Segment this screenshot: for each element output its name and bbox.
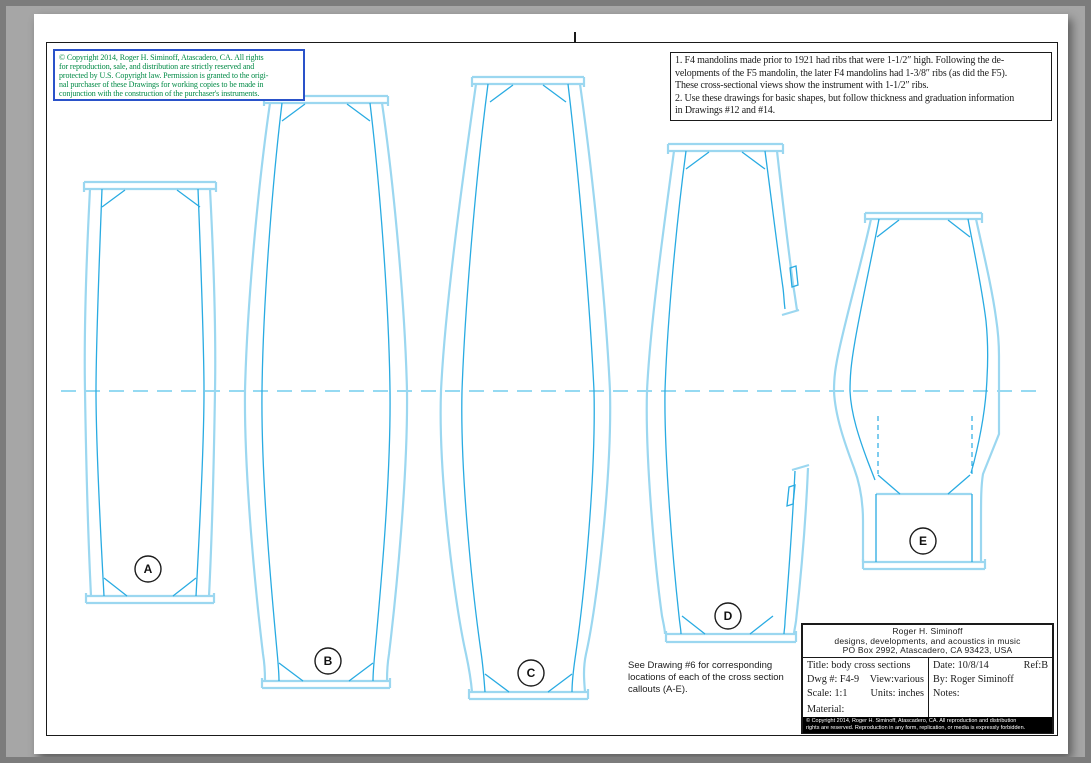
date-value: Date: 10/8/14 (933, 659, 989, 671)
material-row: Material: (807, 703, 924, 717)
title-value: Title: body cross sections (807, 659, 911, 671)
title-block-fine-print: © Copyright 2014, Roger H. Siminoff, Ata… (803, 716, 1052, 734)
cross-section-c (439, 75, 612, 701)
cross-section-d (645, 142, 810, 644)
scale-units-row: Scale: 1:1 Units: inches (807, 687, 924, 701)
callout-d-circle (714, 602, 742, 630)
title-block-table: Title: body cross sections Dwg #: F4-9 V… (803, 657, 1052, 717)
title-block-tagline: designs, developments, and acoustics in … (834, 635, 1021, 646)
cross-section-e (832, 211, 1001, 571)
callout-b: B (314, 647, 342, 675)
title-row: Title: body cross sections (807, 659, 924, 673)
notes-row: Notes: (933, 687, 1048, 701)
callout-a-circle (134, 555, 162, 583)
units-value: Units: inches (870, 687, 924, 699)
material-label: Material: (807, 703, 845, 715)
dwg-number: Dwg #: F4-9 (807, 673, 860, 685)
callout-c-circle (517, 659, 545, 687)
scale-value: Scale: 1:1 (807, 687, 848, 699)
callout-e: E (909, 527, 937, 555)
notes-label: Notes: (933, 687, 960, 699)
callout-c: C (517, 659, 545, 687)
callout-a-label: A (144, 562, 153, 576)
by-value: By: Roger Siminoff (933, 673, 1014, 685)
by-row: By: Roger Siminoff (933, 673, 1048, 687)
cross-section-b (243, 94, 409, 690)
callout-d-label: D (724, 609, 733, 623)
copyright-notice-box: © Copyright 2014, Roger H. Siminoff, Ata… (53, 49, 305, 101)
drawing-sheet: A B C D E © Copyright 2014, Roger H. Sim… (34, 14, 1068, 754)
copyright-notice-text: © Copyright 2014, Roger H. Siminoff, Ata… (59, 53, 269, 98)
ref-value: Ref:B (1023, 659, 1048, 671)
callout-b-circle (314, 647, 342, 675)
hidden-edge-dashed-lines (877, 416, 973, 474)
callout-b-label: B (324, 654, 333, 668)
registration-mark (574, 32, 576, 43)
callout-a: A (134, 555, 162, 583)
title-block-header: Roger H. Siminoff designs, developments,… (803, 625, 1052, 658)
callout-c-label: C (527, 666, 536, 680)
title-block-right-column: Date: 10/8/14 Ref:B By: Roger Siminoff N… (928, 657, 1052, 717)
cross-sections-drawing: A B C D E (61, 75, 1038, 701)
cross-section-a (82, 180, 218, 605)
title-block-left-column: Title: body cross sections Dwg #: F4-9 V… (803, 658, 928, 717)
date-ref-row: Date: 10/8/14 Ref:B (933, 659, 1048, 673)
notes-box: 1. F4 mandolins made prior to 1921 had r… (670, 52, 1052, 121)
notes-text: 1. F4 mandolins made prior to 1921 had r… (675, 55, 1015, 117)
callout-e-circle (909, 527, 937, 555)
callout-e-label: E (919, 534, 927, 548)
dwg-view-row: Dwg #: F4-9 View:various (807, 673, 924, 687)
callout-d: D (714, 602, 742, 630)
view-value: View:various (869, 673, 924, 685)
title-block-name: Roger H. Siminoff (892, 626, 963, 636)
title-block-address: PO Box 2992, Atascadero, CA 93423, USA (842, 645, 1013, 656)
see-drawing-note: See Drawing #6 for corresponding locatio… (628, 660, 784, 695)
title-block: Roger H. Siminoff designs, developments,… (801, 623, 1054, 734)
